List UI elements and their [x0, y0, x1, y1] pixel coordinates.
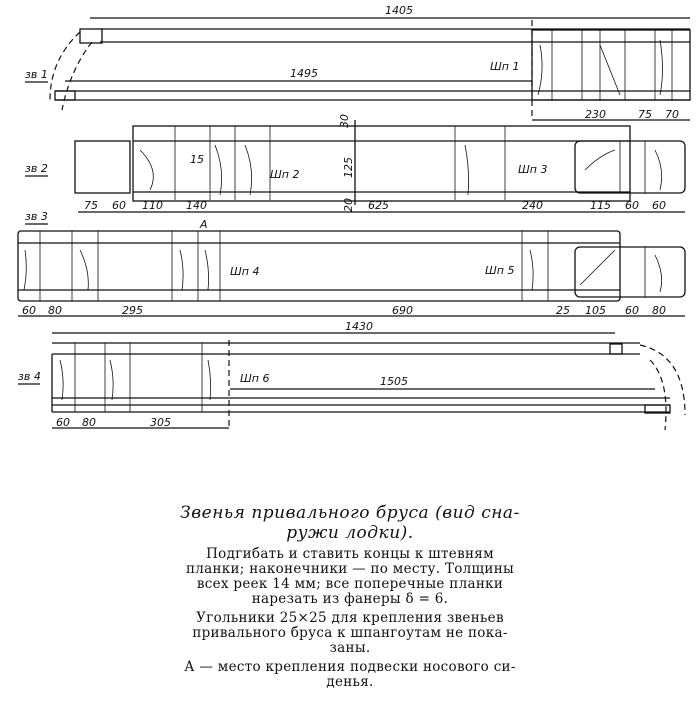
- caption-paragraph-2: Угольники 25×25 для крепления звеньев пр…: [0, 611, 700, 656]
- text-line: привального бруса к шпангоутам не пока-: [192, 625, 508, 641]
- link-label: зв 2: [25, 162, 48, 175]
- dimension-label: 60: [112, 199, 126, 212]
- dimension-label: 305: [150, 416, 171, 429]
- dimension-label: 60: [652, 199, 666, 212]
- link-1: зв 1 1405 1495 Шп 1 230 75 70: [25, 4, 691, 121]
- text-line: всех реек 14 мм; все поперечные планки: [196, 576, 504, 592]
- dimension-label: 80: [48, 304, 62, 317]
- dimension-label: 105: [585, 304, 606, 317]
- dimension-label: 80: [82, 416, 96, 429]
- frame-label: Шп 4: [230, 265, 259, 278]
- dimension-label: 125: [342, 157, 355, 178]
- dimension-label: 690: [392, 304, 413, 317]
- dimension-label: 80: [652, 304, 666, 317]
- mark-a: А: [199, 218, 208, 231]
- caption-title: Звенья привального бруса (вид сна- ружи …: [0, 503, 700, 543]
- frame-label: Шп 1: [490, 60, 519, 73]
- frame-label: Шп 3: [518, 163, 547, 176]
- link-2: зв 2 30 125 20 15 Шп 2 Шп 3 75 60 110 14…: [25, 114, 686, 213]
- dimension-label: 60: [22, 304, 36, 317]
- link-label: зв 1: [25, 68, 48, 81]
- dimension-label: 1405: [385, 4, 413, 17]
- dimension-label: 295: [122, 304, 143, 317]
- dimension-label: 70: [665, 108, 679, 121]
- dimension-label: 1495: [290, 67, 318, 80]
- frame-label: Шп 2: [270, 168, 299, 181]
- link-label: зв 3: [25, 210, 48, 223]
- text-line: Угольники 25×25 для крепления звеньев: [196, 610, 504, 626]
- dimension-label: 1430: [345, 320, 373, 333]
- boat-rubrail-drawing: зв 1 1405 1495 Шп 1 230 75 70 зв 2: [17, 4, 691, 431]
- text-line: Подгибать и ставить концы к штевням: [206, 546, 494, 562]
- dimension-label: 60: [625, 304, 639, 317]
- dimension-label: 140: [186, 199, 207, 212]
- dimension-label: 625: [368, 199, 389, 212]
- dimension-label: 115: [590, 199, 611, 212]
- frame-label: Шп 5: [485, 264, 514, 277]
- link-4: зв 4 1430 1505 Шп 6 60 80 305: [18, 320, 686, 431]
- dimension-label: 30: [338, 114, 351, 128]
- dimension-label: 20: [342, 198, 355, 212]
- dimension-label: 75: [638, 108, 652, 121]
- dimension-label: 240: [522, 199, 543, 212]
- link-label: зв 4: [18, 370, 41, 383]
- frame-label: Шп 6: [240, 372, 269, 385]
- dimension-label: 230: [585, 108, 606, 121]
- dimension-label: 110: [142, 199, 163, 212]
- caption-paragraph-3: А — место крепления подвески носового си…: [0, 660, 700, 690]
- text-line: заны.: [329, 640, 371, 656]
- text-line: денья.: [326, 674, 374, 690]
- link-3: зв 3 А Шп 4 Шп 5 60 80 295 690 25 105 60…: [17, 210, 686, 317]
- dimension-label: 60: [56, 416, 70, 429]
- dimension-label: 15: [190, 153, 204, 166]
- title-line: Звенья привального бруса (вид сна-: [180, 503, 520, 523]
- dimension-label: 60: [625, 199, 639, 212]
- dimension-label: 75: [84, 199, 98, 212]
- text-line: нарезать из фанеры δ = 6.: [251, 591, 449, 607]
- text-line: А — место крепления подвески носового си…: [184, 659, 516, 675]
- dimension-label: 25: [556, 304, 570, 317]
- text-line: планки; наконечники — по месту. Толщины: [185, 561, 515, 577]
- dimension-label: 1505: [380, 375, 408, 388]
- caption-paragraph-1: Подгибать и ставить концы к штевням план…: [0, 547, 700, 607]
- title-line: ружи лодки).: [286, 523, 414, 543]
- figure-caption: Звенья привального бруса (вид сна- ружи …: [0, 503, 700, 690]
